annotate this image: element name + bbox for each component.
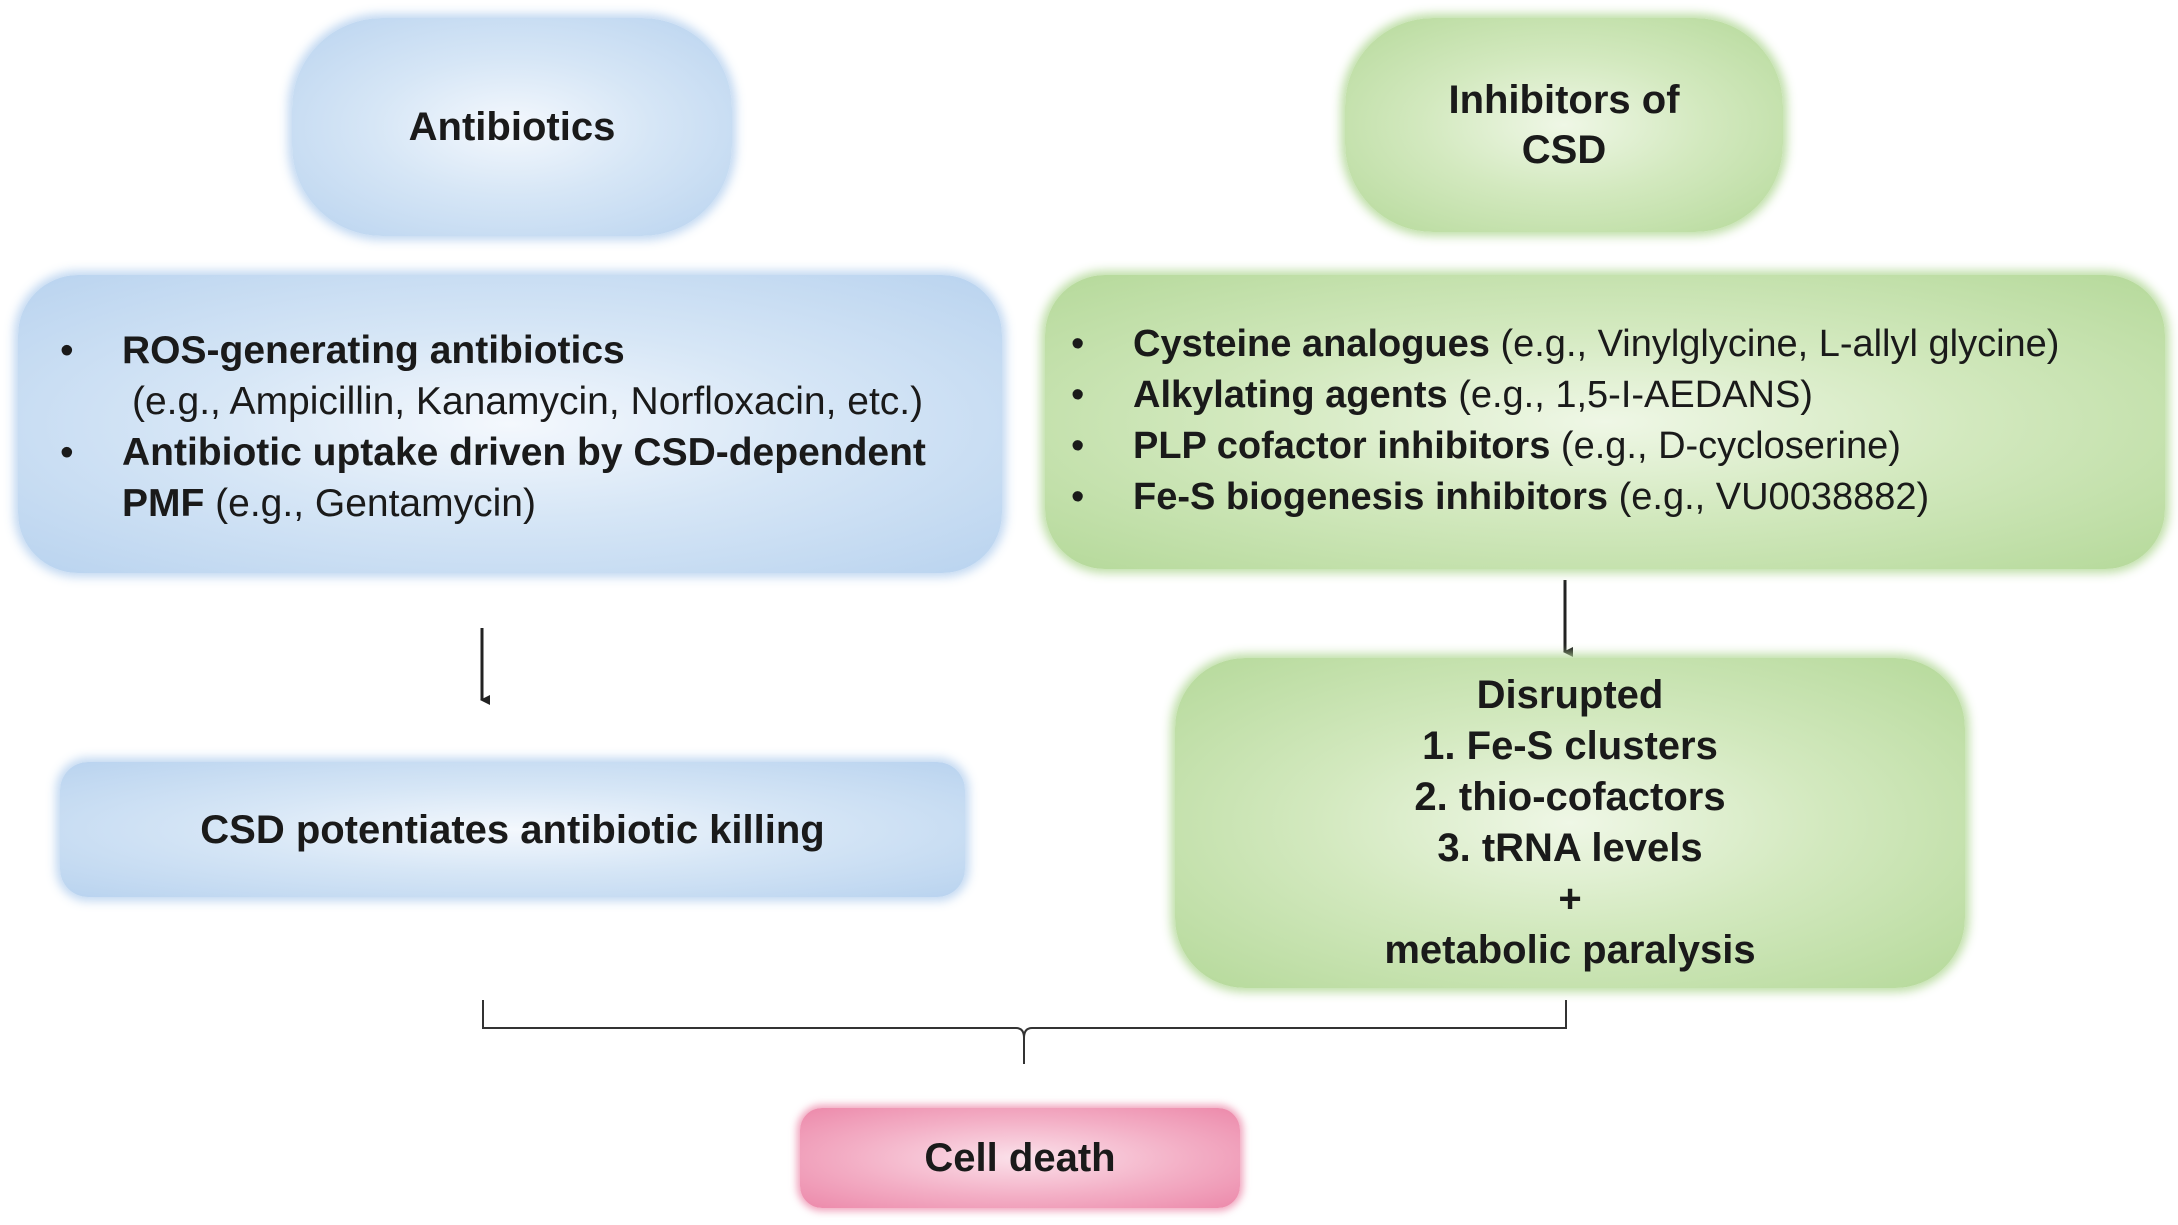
item-rest: (e.g., 1,5-I-AEDANS) [1447, 374, 1813, 416]
item-bold: Cysteine analogues [1133, 323, 1490, 365]
item-rest: (e.g., D-cycloserine) [1550, 425, 1901, 467]
item-bold: PLP cofactor inhibitors [1133, 425, 1551, 467]
disrupted-line: 3. tRNA levels [1437, 826, 1703, 870]
inhibitors-list-box: • Cysteine analogues (e.g., Vinylglycine… [1045, 275, 2165, 569]
disrupted-line: metabolic paralysis [1384, 928, 1756, 972]
bullet: • [1071, 476, 1085, 518]
bullet: • [1071, 323, 1085, 365]
bullet: • [60, 329, 74, 372]
merge-bracket [482, 1000, 1567, 1064]
item-note: (e.g., Ampicillin, Kanamycin, Norfloxaci… [132, 380, 924, 423]
item-bold: Fe-S biogenesis inhibitors [1133, 476, 1609, 518]
bullet: • [1071, 374, 1085, 416]
list-item: • PLP cofactor inhibitors (e.g., D-cyclo… [1045, 421, 2165, 472]
bullet: • [60, 431, 74, 474]
disrupted-line: 2. thio-cofactors [1414, 775, 1726, 819]
antibiotics-list-box: • ROS-generating antibiotics (e.g., Ampi… [18, 275, 1002, 573]
item-bold: Antibiotic uptake driven by CSD-dependen… [122, 431, 926, 525]
inhibitors-header-line2: CSD [1521, 128, 1607, 172]
list-item: • ROS-generating antibiotics (e.g., Ampi… [34, 325, 976, 427]
antibiotics-list: • ROS-generating antibiotics (e.g., Ampi… [34, 325, 976, 529]
list-item: • Fe-S biogenesis inhibitors (e.g., VU00… [1045, 472, 2165, 523]
disrupted-box: Disrupted 1. Fe-S clusters 2. thio-cofac… [1175, 658, 1965, 988]
item-bold: ROS-generating antibiotics [122, 329, 625, 372]
item-bold: Alkylating agents [1133, 374, 1448, 416]
list-item: • Antibiotic uptake driven by CSD-depend… [34, 427, 976, 529]
inhibitors-list: • Cysteine analogues (e.g., Vinylglycine… [1045, 319, 2165, 523]
inhibitors-header-line1: Inhibitors of [1448, 78, 1680, 122]
cell-death-box: Cell death [800, 1108, 1240, 1208]
disrupted-line: + [1558, 877, 1582, 921]
list-item: • Cysteine analogues (e.g., Vinylglycine… [1045, 319, 2165, 370]
csd-potentiates-text: CSD potentiates antibiotic killing [200, 807, 825, 852]
inhibitors-header: Inhibitors of CSD [1345, 18, 1783, 232]
item-rest: (e.g., Gentamycin) [204, 482, 536, 525]
bullet: • [1071, 425, 1085, 467]
disrupted-line: 1. Fe-S clusters [1422, 724, 1718, 768]
item-rest: (e.g., Vinylglycine, L-allyl glycine) [1489, 323, 2060, 365]
antibiotics-header: Antibiotics [292, 18, 732, 236]
list-item: • Alkylating agents (e.g., 1,5-I-AEDANS) [1045, 370, 2165, 421]
item-rest: (e.g., VU0038882) [1608, 476, 1930, 518]
csd-potentiates-box: CSD potentiates antibiotic killing [60, 762, 965, 897]
antibiotics-header-text: Antibiotics [408, 105, 616, 149]
disrupted-line: Disrupted [1476, 673, 1664, 717]
cell-death-text: Cell death [924, 1136, 1116, 1180]
